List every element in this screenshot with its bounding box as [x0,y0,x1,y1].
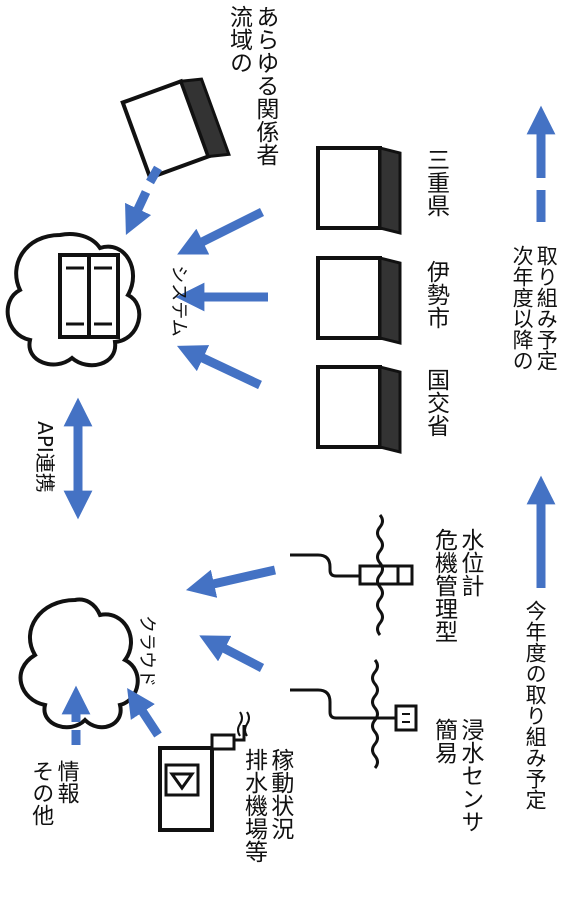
cloud-icon [18,597,140,730]
laptop-icon [316,365,402,454]
ise-city-label: 伊勢市 [422,260,449,329]
laptop-icon [316,146,402,235]
crisis-gauge-label: 水位計 危機管理型 [430,528,483,643]
stakeholders-line1: 流域の [225,5,252,74]
other-info-label: 情報 その他 [28,760,79,826]
mlit-label: 国交省 [422,368,449,437]
crisis-gauge-line1: 危機管理型 [430,528,457,643]
laptop-icon [316,256,402,345]
simple-sensor-label: 浸水センサ 簡易 [430,718,483,833]
mie-pref-label: 三重県 [422,148,449,217]
other-info-line2: その他 [28,760,54,826]
cloud-server-icon [5,232,142,368]
legend-next-year-label: 取り組み予定 次年度以降の [510,245,558,371]
laptop-icon [120,77,231,181]
water-gauge-icon [290,514,414,636]
system-label: システム [168,265,189,337]
stakeholder-dashed-arrow [125,165,162,236]
pump-station-label: 稼動状況 排水機場等 [240,748,293,863]
pump-station-icon [158,711,250,832]
sensor-arrows [127,565,276,738]
stakeholders-label: あらゆる関係者 流域の [225,5,278,166]
stakeholders-line2: あらゆる関係者 [251,5,278,166]
pump-station-line1: 排水機場等 [240,748,267,863]
legend-this-year-label: 今年度の取り組み予定 [523,600,548,810]
simple-sensor-line2: 浸水センサ [456,718,483,833]
cloud-label: クラウド [136,615,157,687]
simple-sensor-line1: 簡易 [430,718,457,764]
legend-next-year-line1: 次年度以降の [510,245,535,371]
crisis-gauge-line2: 水位計 [456,528,483,597]
pump-station-line2: 稼動状況 [266,748,293,840]
api-label: API連携 [33,421,57,493]
water-sensor-icon [290,659,418,769]
legend-next-year-line2: 取り組み予定 [534,245,559,371]
other-info-line1: 情報 [53,760,79,804]
laptop-arrows [175,207,268,390]
